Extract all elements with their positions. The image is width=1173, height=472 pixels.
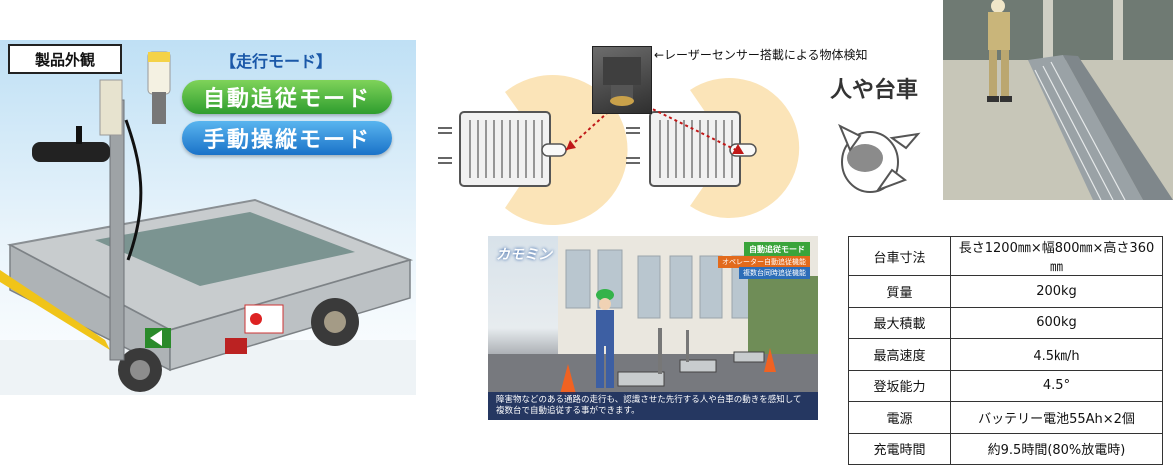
video-caption-line-1: 障害物などのある通路の走行も、認識させた先行する人や台車の動きを感知して bbox=[496, 395, 802, 405]
spec-value: 600kg bbox=[950, 306, 1163, 339]
cart-illustration bbox=[0, 51, 416, 395]
demo-video-frame: カモミン 自動追従モード オペレーター自動追従機能 複数台同時追従機能 障害物な… bbox=[488, 236, 818, 420]
sensor-note: ←レーザーセンサー搭載による物体検知 bbox=[654, 48, 868, 62]
table-row: 電源 バッテリー電池55Ah×2個 bbox=[848, 401, 1163, 434]
spec-key: 充電時間 bbox=[848, 432, 951, 465]
spec-value: 4.5° bbox=[950, 369, 1163, 402]
product-label: 製品外観 bbox=[8, 44, 122, 74]
video-mode-badge: 自動追従モード bbox=[744, 242, 810, 257]
table-row: 台車寸法 長さ1200㎜×幅800㎜×高さ360㎜ bbox=[848, 236, 1163, 276]
video-logo: カモミン bbox=[496, 247, 552, 263]
spec-value: 長さ1200㎜×幅800㎜×高さ360㎜ bbox=[950, 236, 1163, 276]
spec-value: 約9.5時間(80%放電時) bbox=[950, 432, 1163, 465]
spec-key: 台車寸法 bbox=[848, 236, 951, 276]
warehouse-photo bbox=[943, 0, 1173, 200]
cart-1-icon bbox=[459, 111, 567, 187]
spec-value: 200kg bbox=[950, 275, 1163, 308]
video-caption-line-2: 複数台で自動追従する事ができます。 bbox=[496, 406, 640, 416]
auto-follow-mode-pill: 自動追従モード bbox=[182, 80, 392, 114]
follow-diagram bbox=[438, 75, 921, 225]
mode-title: 【走行モード】 bbox=[220, 52, 333, 71]
spec-value: 4.5㎞/h bbox=[950, 338, 1163, 371]
spec-key: 最大積載 bbox=[848, 306, 951, 339]
spec-table: 台車寸法 長さ1200㎜×幅800㎜×高さ360㎜ 質量 200kg 最大積載 … bbox=[848, 236, 1163, 465]
spec-value: バッテリー電池55Ah×2個 bbox=[950, 401, 1163, 434]
spec-key: 質量 bbox=[848, 275, 951, 308]
manual-mode-pill: 手動操縦モード bbox=[182, 121, 392, 155]
laser-sensor-photo bbox=[592, 46, 652, 114]
video-caption: 障害物などのある通路の走行も、認識させた先行する人や台車の動きを感知して 複数台… bbox=[488, 392, 818, 420]
table-row: 登坂能力 4.5° bbox=[848, 369, 1163, 402]
person-or-cart-label: 人や台車 bbox=[830, 78, 919, 103]
spec-key: 最高速度 bbox=[848, 338, 951, 371]
table-row: 質量 200kg bbox=[848, 275, 1163, 308]
table-row: 充電時間 約9.5時間(80%放電時) bbox=[848, 432, 1163, 465]
spec-key: 登坂能力 bbox=[848, 369, 951, 402]
person-topview-icon bbox=[838, 123, 921, 193]
video-sub-badge-2: 複数台同時追従機能 bbox=[739, 267, 810, 279]
cart-2-icon bbox=[649, 111, 757, 187]
video-sub-badge-1: オペレーター自動追従機能 bbox=[718, 256, 810, 268]
table-row: 最高速度 4.5㎞/h bbox=[848, 338, 1163, 371]
table-row: 最大積載 600kg bbox=[848, 306, 1163, 339]
spec-key: 電源 bbox=[848, 401, 951, 434]
